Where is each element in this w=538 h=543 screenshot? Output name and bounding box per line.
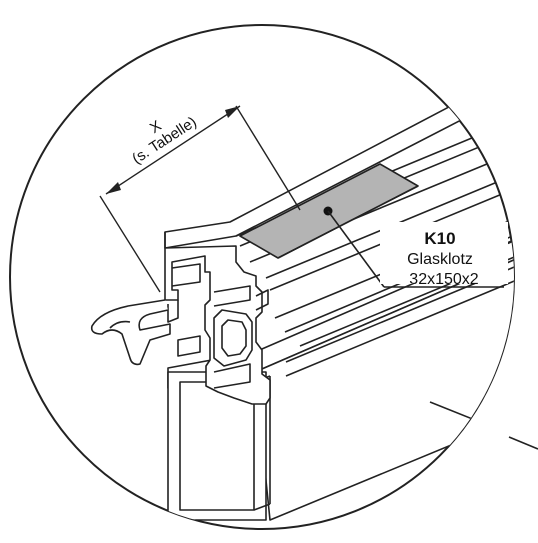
dimension-x [99, 105, 301, 293]
extension-line [235, 105, 301, 211]
profile-chamber [213, 309, 253, 367]
profile-chamber-inner [221, 319, 247, 357]
gasket-lip [90, 299, 171, 366]
label-backing [380, 222, 508, 284]
rail-line [299, 237, 514, 347]
profile-notch [255, 289, 269, 311]
part-name: Glasklotz [407, 251, 473, 268]
leader-line [327, 210, 385, 288]
tube-leader-outside [508, 436, 538, 450]
tube-depth-line [253, 503, 271, 511]
profile-groove [213, 285, 251, 307]
part-code: K10 [424, 229, 455, 248]
profile-groove [213, 363, 251, 389]
dimension-line [105, 105, 241, 195]
part-dimensions: 32x150x2 [409, 271, 478, 288]
rail-line [285, 247, 514, 363]
gasket-detail [177, 335, 201, 357]
dimension-arrow [225, 106, 240, 118]
extension-line [99, 195, 161, 293]
tube-hollow [179, 381, 255, 511]
glass-block-edge [277, 185, 419, 259]
profile-notch [167, 300, 179, 323]
dimension-note: (s. Tabelle) [129, 114, 200, 168]
gasket-detail [109, 320, 131, 329]
rail-line [285, 261, 514, 377]
dimension-arrow [106, 182, 121, 194]
profile-groove [171, 263, 201, 287]
